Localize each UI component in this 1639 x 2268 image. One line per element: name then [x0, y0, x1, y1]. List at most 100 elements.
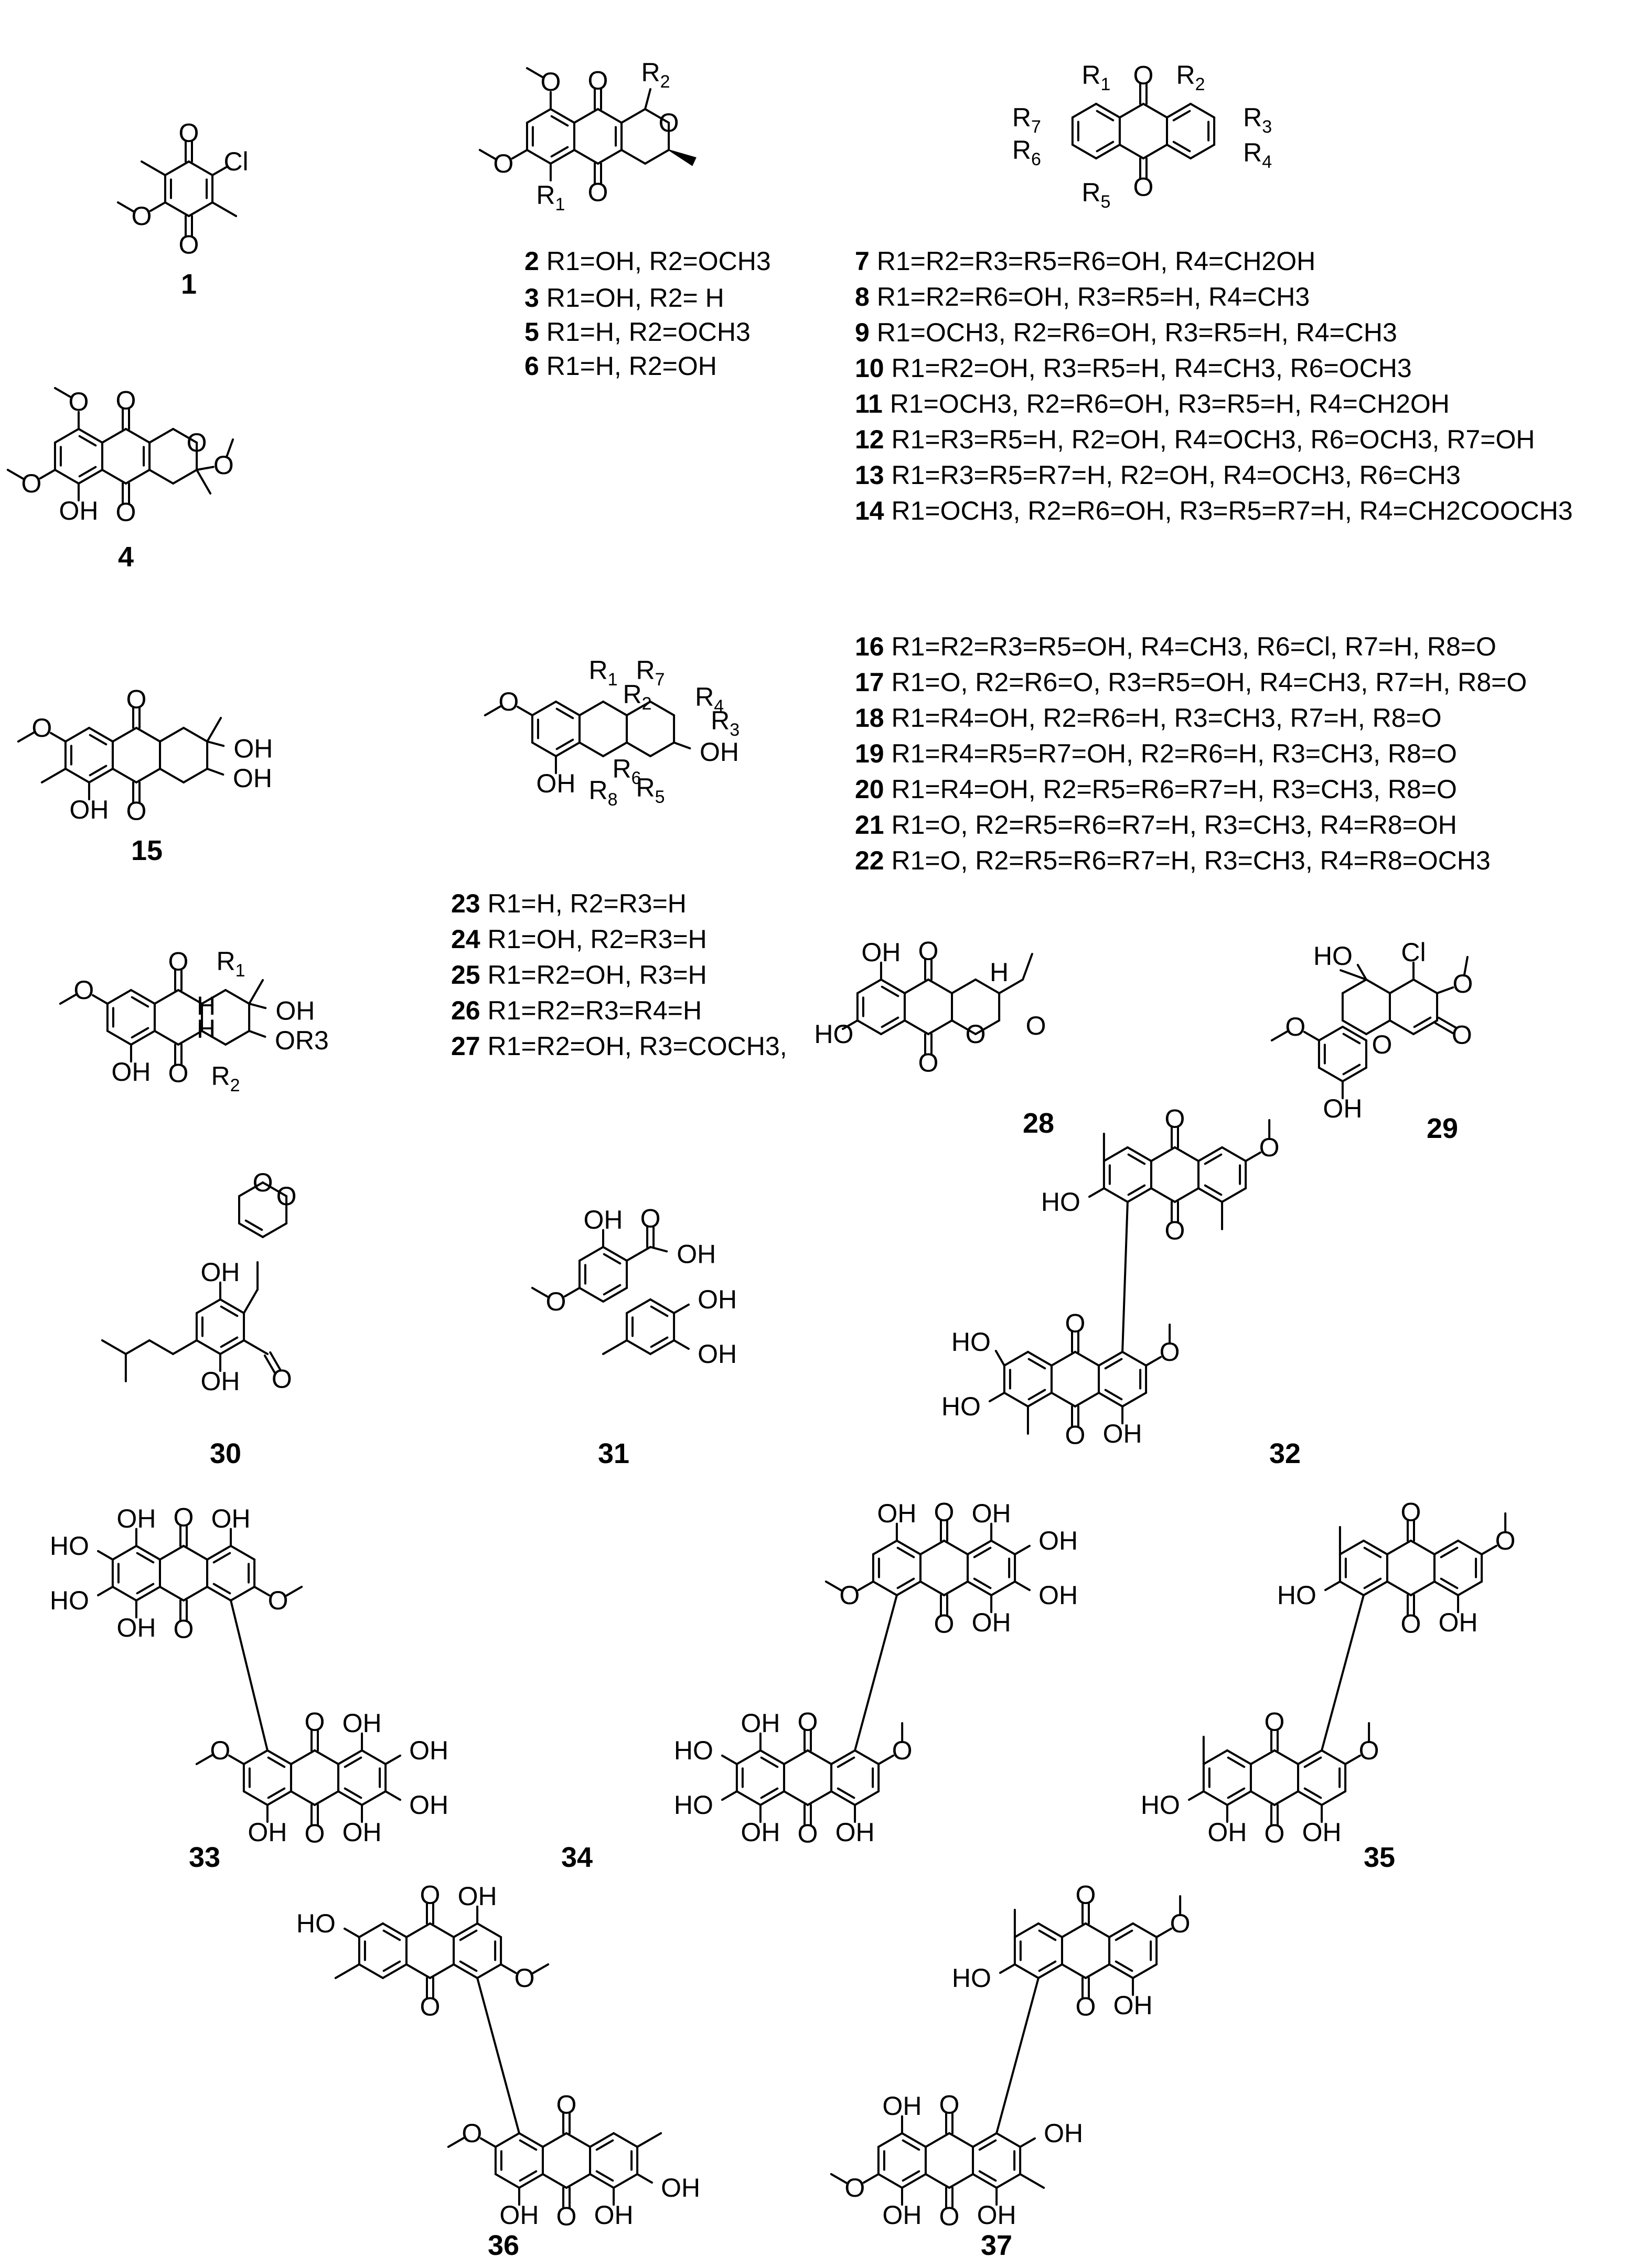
ring-bond — [1221, 1146, 1247, 1162]
bond — [206, 716, 222, 743]
bond — [1014, 1581, 1031, 1592]
ring-bond — [1060, 1963, 1087, 1979]
ring-bond — [872, 1540, 898, 1555]
carbonyl-oxygen: O — [556, 2090, 577, 2119]
double-bond — [1227, 1756, 1246, 1768]
double-bond — [1027, 1358, 1046, 1370]
hydroxyl-group: HO — [50, 1531, 89, 1561]
double-bond — [1440, 1546, 1459, 1558]
hydroxyl-group: OH — [972, 1499, 1011, 1528]
r-group-label: R6 — [1012, 135, 1041, 169]
carbonyl-oxygen: O — [1265, 1707, 1285, 1736]
ring-bond — [405, 1963, 431, 1979]
double-bond — [1038, 1929, 1057, 1941]
ring-bond — [125, 428, 151, 444]
double-bond — [131, 1027, 149, 1039]
substituent-line: 17 R1=O, R2=R6=O, R3=R5=OH, R4=CH3, R7=H… — [855, 668, 1527, 697]
bond — [6, 469, 26, 480]
carbonyl-oxygen: O — [939, 2202, 960, 2231]
bond — [334, 1963, 360, 1979]
substituent-line: 7 R1=R2=R3=R5=R6=OH, R4=CH2OH — [855, 246, 1315, 276]
hydroxyl-group: OH — [409, 1736, 448, 1765]
ring-bond — [573, 149, 599, 165]
double-bond — [1440, 1577, 1459, 1589]
double-bond — [978, 2170, 997, 2182]
substituent-line: 13 R1=R3=R5=R7=H, R2=OH, R4=OCH3, R6=CH3 — [855, 460, 1461, 490]
bond — [554, 701, 581, 716]
bond — [1436, 986, 1454, 994]
bond — [1434, 1022, 1454, 1034]
r-group-label: R1 — [1081, 60, 1110, 94]
hydroxyl-group: OH — [741, 1708, 780, 1738]
ring-bond — [1118, 144, 1144, 159]
ring-bond — [177, 1030, 203, 1046]
ring-bond — [990, 1540, 1016, 1555]
substituent-line: 2 R1=OH, R2=OCH3 — [524, 246, 771, 276]
bond — [830, 2173, 849, 2185]
double-bond — [550, 115, 569, 127]
bond — [636, 2173, 654, 2184]
ring-bond — [613, 2132, 639, 2148]
double-bond — [1204, 1153, 1223, 1165]
carbonyl-oxygen: O — [420, 1880, 441, 1909]
double-bond — [212, 1583, 231, 1595]
ring-bond — [53, 428, 80, 444]
bond — [1019, 2137, 1036, 2148]
bond — [518, 2173, 544, 2189]
ring-bond — [602, 701, 628, 716]
ring-bond — [1341, 979, 1367, 994]
ring-bond — [872, 1581, 898, 1596]
r-group-label: R3 — [1243, 103, 1272, 137]
double-bond — [595, 2170, 614, 2182]
ring-bond — [177, 989, 203, 1005]
bond — [636, 2132, 662, 2148]
ring-bond — [1202, 1749, 1228, 1765]
ring-oxygen: O — [659, 108, 679, 137]
bond — [269, 1351, 281, 1371]
hydroxyl-group: HO — [50, 1586, 89, 1615]
double-bond — [459, 1929, 478, 1941]
ring-bond — [429, 1922, 455, 1938]
compound-number: 32 — [1269, 1438, 1301, 1469]
ring-bond — [1321, 1749, 1347, 1765]
bond — [225, 438, 234, 458]
bond — [1362, 1540, 1388, 1555]
bond — [384, 1790, 402, 1801]
ring-bond — [1249, 1790, 1276, 1806]
ring-bond — [924, 2173, 950, 2189]
carbonyl-oxygen: O — [918, 1048, 939, 1078]
double-bond — [1204, 1184, 1223, 1196]
substituent-line: 25 R1=R2=OH, R3=H — [451, 960, 707, 990]
ring-bond — [1085, 1922, 1111, 1938]
bond — [649, 1298, 676, 1314]
ring-oxygen: O — [1372, 1030, 1392, 1059]
double-bond — [1413, 1016, 1432, 1028]
ring-bond — [158, 1545, 185, 1561]
double-bond — [459, 1960, 478, 1972]
ring-bond — [995, 2132, 1022, 2148]
ring-bond — [195, 1339, 221, 1355]
ring-bond — [159, 727, 185, 743]
bond — [511, 149, 528, 160]
biaryl-bond — [1121, 1201, 1129, 1353]
bond — [130, 1030, 156, 1046]
substituent-line: 3 R1=OH, R2= H — [524, 283, 724, 313]
ring-bond — [1121, 1392, 1148, 1407]
carbonyl-oxygen: O — [798, 1819, 818, 1848]
chlorine-atom: Cl — [223, 147, 248, 176]
hydroxyl-group: HO — [952, 1963, 991, 1993]
ring-bond — [807, 1790, 833, 1806]
biaryl-bond — [476, 1977, 520, 2134]
hydroxyl-group: OH — [342, 1708, 382, 1738]
ring-bond — [158, 1586, 185, 1601]
bond — [195, 1754, 215, 1765]
ring-bond — [172, 428, 198, 444]
bond — [1126, 1187, 1152, 1203]
ring-bond — [948, 2173, 974, 2189]
ring-bond — [854, 1790, 880, 1806]
bond — [999, 1963, 1016, 1974]
methoxy-oxygen: O — [73, 975, 94, 1005]
substituent-line: 16 R1=R2=R3=R5=OH, R4=CH3, R6=Cl, R7=H, … — [855, 632, 1496, 661]
bond — [88, 727, 114, 743]
substituent-line: 22 R1=O, R2=R5=R6=R7=H, R3=CH3, R4=R8=OC… — [855, 846, 1491, 875]
